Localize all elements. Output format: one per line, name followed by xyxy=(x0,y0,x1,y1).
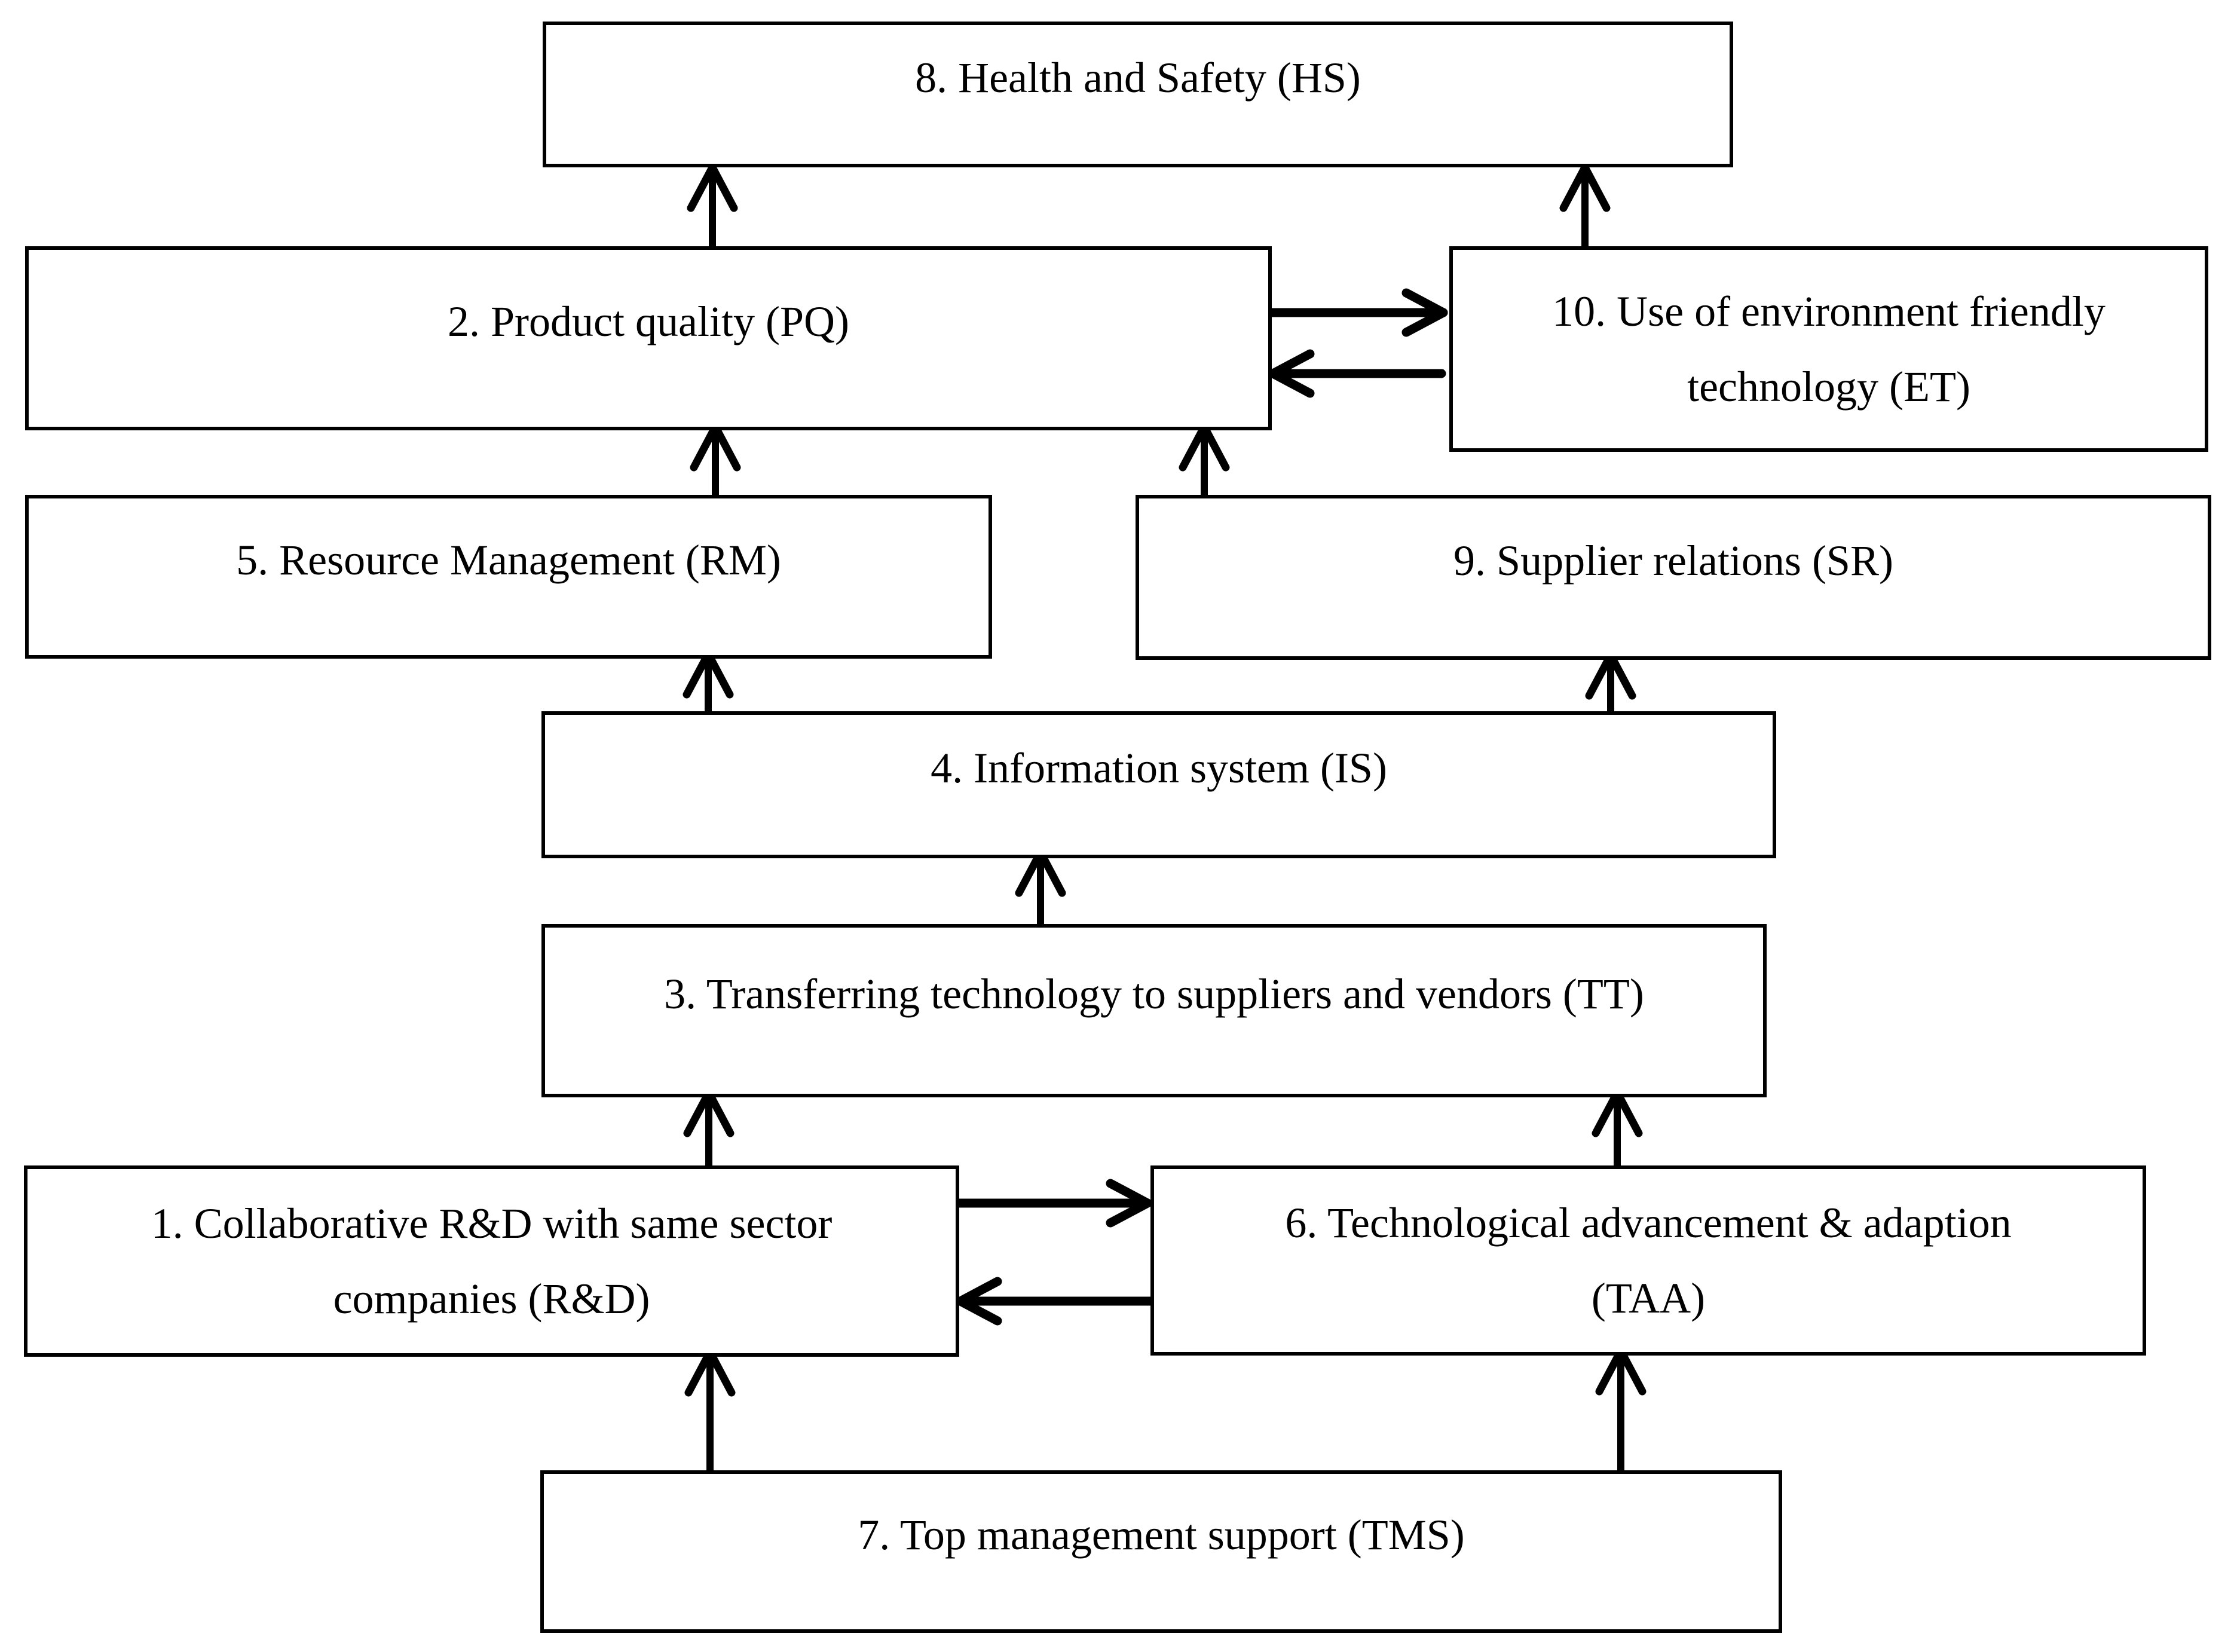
arrowhead xyxy=(687,163,738,212)
factor-box-rm: 5. Resource Management (RM) xyxy=(25,495,992,659)
factor-box-tt-label: 3. Transferring technology to suppliers … xyxy=(664,970,1644,1018)
factor-box-tms: 7. Top management support (TMS) xyxy=(540,1470,1782,1633)
arrow-rd-to-tt xyxy=(683,1088,735,1176)
factor-box-pq: 2. Product quality (PQ) xyxy=(25,246,1272,430)
factor-box-et-label: technology (ET) xyxy=(1687,363,1970,411)
arrow-taa-to-tt xyxy=(1592,1088,1643,1176)
factor-box-sr: 9. Supplier relations (SR) xyxy=(1136,495,2211,660)
factor-box-is-label: 4. Information system (IS) xyxy=(931,744,1387,792)
arrow-tms-to-taa xyxy=(1595,1347,1647,1486)
factor-box-et-label: 10. Use of environment friendly xyxy=(1552,287,2106,335)
arrow-sr-to-pq xyxy=(1179,423,1230,506)
factor-box-hs: 8. Health and Safety (HS) xyxy=(543,22,1733,167)
arrow-et-to-pq xyxy=(1268,349,1446,398)
factor-box-rm-label: 5. Resource Management (RM) xyxy=(236,536,781,584)
arrow-tt-to-is xyxy=(1015,848,1066,935)
arrow-pq-to-hs xyxy=(687,163,738,257)
arrowhead xyxy=(1559,163,1611,212)
factor-box-rd: 1. Collaborative R&D with same sector com… xyxy=(24,1165,959,1357)
factor-box-is: 4. Information system (IS) xyxy=(541,711,1776,858)
arrow-is-to-rm xyxy=(683,650,734,722)
arrow-taa-to-rd xyxy=(956,1277,1155,1326)
arrowhead xyxy=(956,1277,1002,1326)
arrowhead xyxy=(1401,288,1448,337)
factor-box-tms-label: 7. Top management support (TMS) xyxy=(858,1511,1465,1559)
factor-box-pq-label: 2. Product quality (PQ) xyxy=(448,298,849,345)
factor-box-et: 10. Use of environment friendly technolog… xyxy=(1449,246,2208,452)
factor-box-sr-label: 9. Supplier relations (SR) xyxy=(1453,537,1893,585)
factor-box-hs-label: 8. Health and Safety (HS) xyxy=(915,54,1361,102)
factor-box-rd-label: companies (R&D) xyxy=(333,1275,650,1323)
factor-box-taa: 6. Technological advancement & adaption (… xyxy=(1150,1165,2146,1356)
arrow-is-to-sr xyxy=(1585,651,1636,722)
arrowhead xyxy=(1106,1179,1152,1228)
factor-box-tt: 3. Transferring technology to suppliers … xyxy=(541,924,1767,1097)
arrow-tms-to-rd xyxy=(684,1348,736,1486)
arrow-rm-to-pq xyxy=(690,423,741,506)
arrowhead xyxy=(1268,349,1315,398)
factor-box-taa-label: 6. Technological advancement & adaption xyxy=(1285,1199,2012,1247)
factor-box-taa-label: (TAA) xyxy=(1591,1274,1706,1322)
factor-box-rd-label: 1. Collaborative R&D with same sector xyxy=(151,1200,833,1247)
arrow-pq-to-et xyxy=(1267,288,1448,337)
arrow-et-to-hs xyxy=(1559,163,1611,257)
arrow-rd-to-taa xyxy=(954,1179,1152,1228)
